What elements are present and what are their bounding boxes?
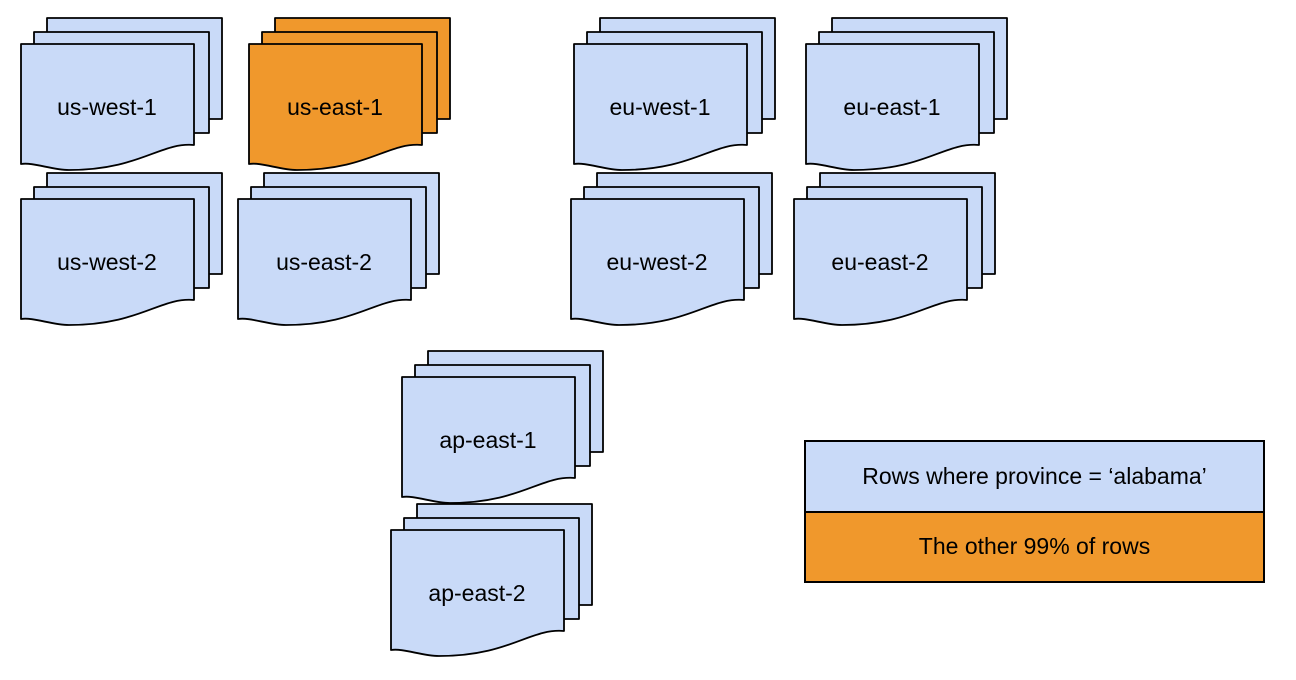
legend-row-label: The other 99% of rows bbox=[918, 533, 1151, 560]
region-stack: us-east-2 bbox=[237, 172, 441, 326]
document-stack-icon: ap-east-2 bbox=[390, 503, 593, 657]
front-document-sheet bbox=[805, 43, 980, 171]
region-stack: us-east-1 bbox=[248, 17, 452, 171]
region-label: eu-west-1 bbox=[610, 94, 711, 120]
document-stack-icon: us-west-1 bbox=[20, 17, 223, 171]
region-label: ap-east-1 bbox=[439, 427, 536, 453]
front-document-sheet bbox=[570, 198, 745, 326]
front-document-sheet bbox=[248, 43, 423, 171]
region-label: us-west-1 bbox=[57, 94, 157, 120]
legend-row-province-filter: Rows where province = ‘alabama’ bbox=[806, 442, 1263, 513]
region-stack: us-west-2 bbox=[20, 172, 224, 326]
legend-row-other-rows: The other 99% of rows bbox=[806, 512, 1263, 581]
front-document-sheet bbox=[237, 198, 412, 326]
region-stack: eu-east-2 bbox=[793, 172, 997, 326]
region-stack: ap-east-1 bbox=[401, 350, 605, 504]
document-stack-icon: ap-east-1 bbox=[401, 350, 604, 504]
front-document-sheet bbox=[573, 43, 748, 171]
region-stack: eu-east-1 bbox=[805, 17, 1009, 171]
legend-row-label: Rows where province = ‘alabama’ bbox=[862, 462, 1207, 489]
document-stack-icon: us-east-1 bbox=[248, 17, 451, 171]
document-stack-icon: eu-east-1 bbox=[805, 17, 1008, 171]
legend: Rows where province = ‘alabama’ The othe… bbox=[804, 440, 1265, 583]
document-stack-icon: eu-west-2 bbox=[570, 172, 773, 326]
front-document-sheet bbox=[401, 376, 576, 504]
region-stack: us-west-1 bbox=[20, 17, 224, 171]
region-label: eu-east-1 bbox=[843, 94, 940, 120]
document-stack-icon: eu-east-2 bbox=[793, 172, 996, 326]
document-stack-icon: us-east-2 bbox=[237, 172, 440, 326]
front-document-sheet bbox=[20, 43, 195, 171]
region-label: us-east-2 bbox=[276, 249, 372, 275]
front-document-sheet bbox=[20, 198, 195, 326]
document-stack-icon: us-west-2 bbox=[20, 172, 223, 326]
region-label: us-east-1 bbox=[287, 94, 383, 120]
region-stack: eu-west-1 bbox=[573, 17, 777, 171]
region-label: eu-west-2 bbox=[607, 249, 708, 275]
region-stack: eu-west-2 bbox=[570, 172, 774, 326]
front-document-sheet bbox=[390, 529, 565, 657]
document-stack-icon: eu-west-1 bbox=[573, 17, 776, 171]
region-label: eu-east-2 bbox=[831, 249, 928, 275]
front-document-sheet bbox=[793, 198, 968, 326]
region-stack: ap-east-2 bbox=[390, 503, 594, 657]
region-label: us-west-2 bbox=[57, 249, 157, 275]
region-label: ap-east-2 bbox=[428, 580, 525, 606]
